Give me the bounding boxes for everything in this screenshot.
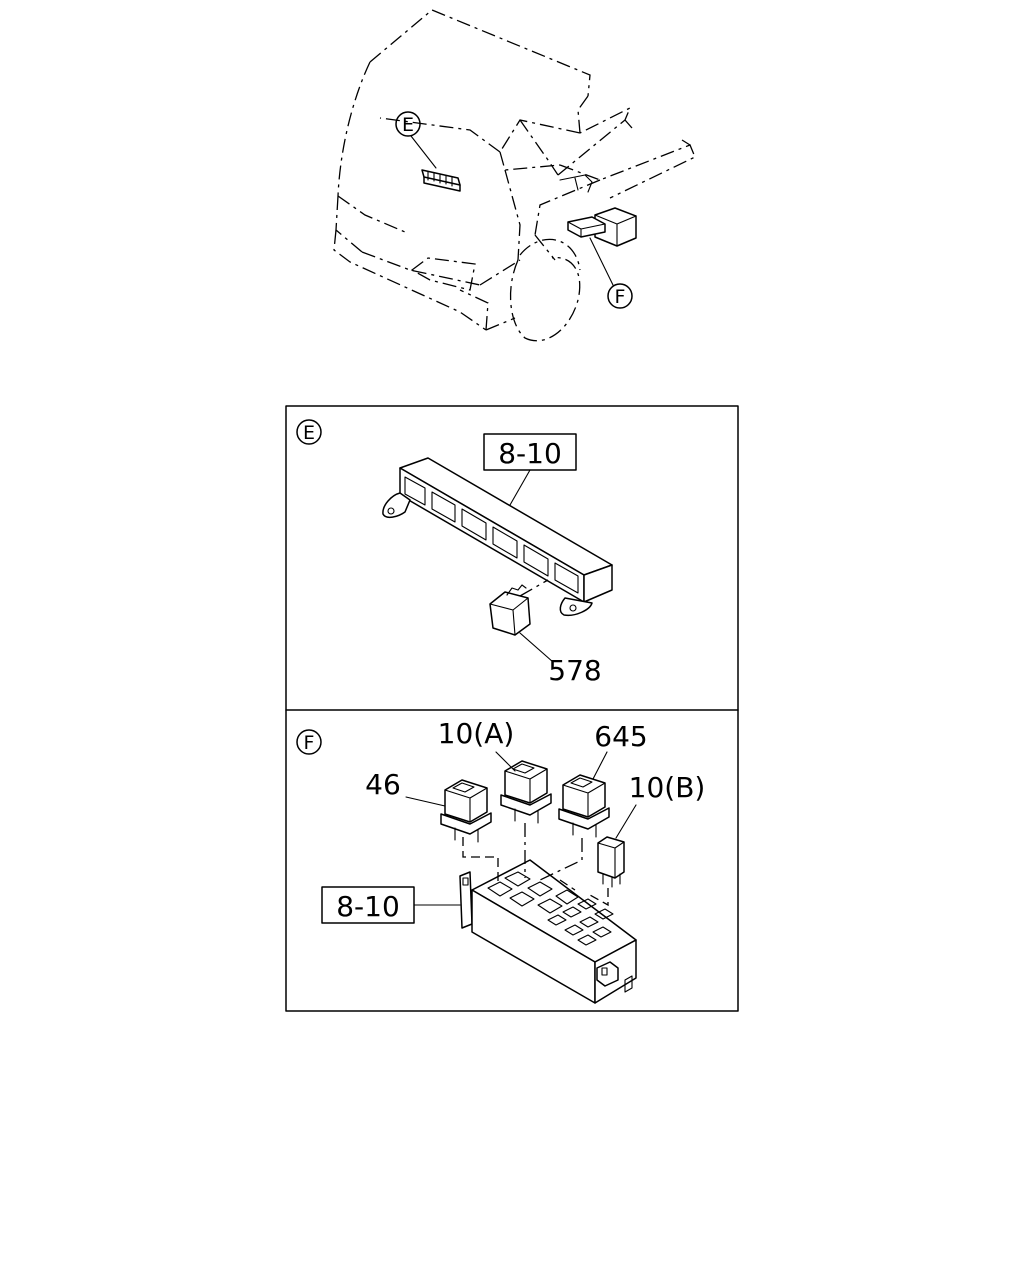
callout-e-label: E	[402, 114, 414, 136]
relay-645	[558, 774, 610, 838]
panel-f-callout-circle	[296, 729, 322, 755]
callout-f-circle	[607, 283, 633, 309]
relay-46	[440, 779, 492, 843]
part-10a-label: 10(A)	[438, 717, 515, 750]
relay-578	[489, 584, 531, 636]
part-645-label: 645	[594, 720, 647, 753]
panel-e: E 8-10	[296, 419, 613, 687]
panel-e-callout-circle	[296, 419, 322, 445]
truck-cab-overview: E F	[333, 9, 696, 342]
panel-f: F 10(A) 645 46 10(B)	[296, 717, 706, 1004]
part-46-label: 46	[365, 768, 401, 801]
relay-block-location-f	[567, 207, 637, 247]
part-10b-label: 10(B)	[629, 771, 706, 804]
panel-f-ref-label: 8-10	[336, 890, 400, 923]
relay-bracket-location-e	[421, 169, 461, 192]
relay-10b	[597, 836, 625, 888]
callout-e-circle	[395, 111, 421, 137]
panel-f-callout: F	[304, 732, 315, 754]
panel-e-callout: E	[303, 422, 315, 444]
relay-10a	[500, 760, 552, 824]
part-578-label: 578	[548, 654, 601, 687]
detail-panels-frame	[285, 405, 739, 1012]
relay-box-f	[471, 859, 637, 1004]
callout-f-label: F	[615, 286, 626, 308]
relay-bracket-e	[382, 457, 613, 617]
panel-e-ref-label: 8-10	[498, 437, 562, 470]
